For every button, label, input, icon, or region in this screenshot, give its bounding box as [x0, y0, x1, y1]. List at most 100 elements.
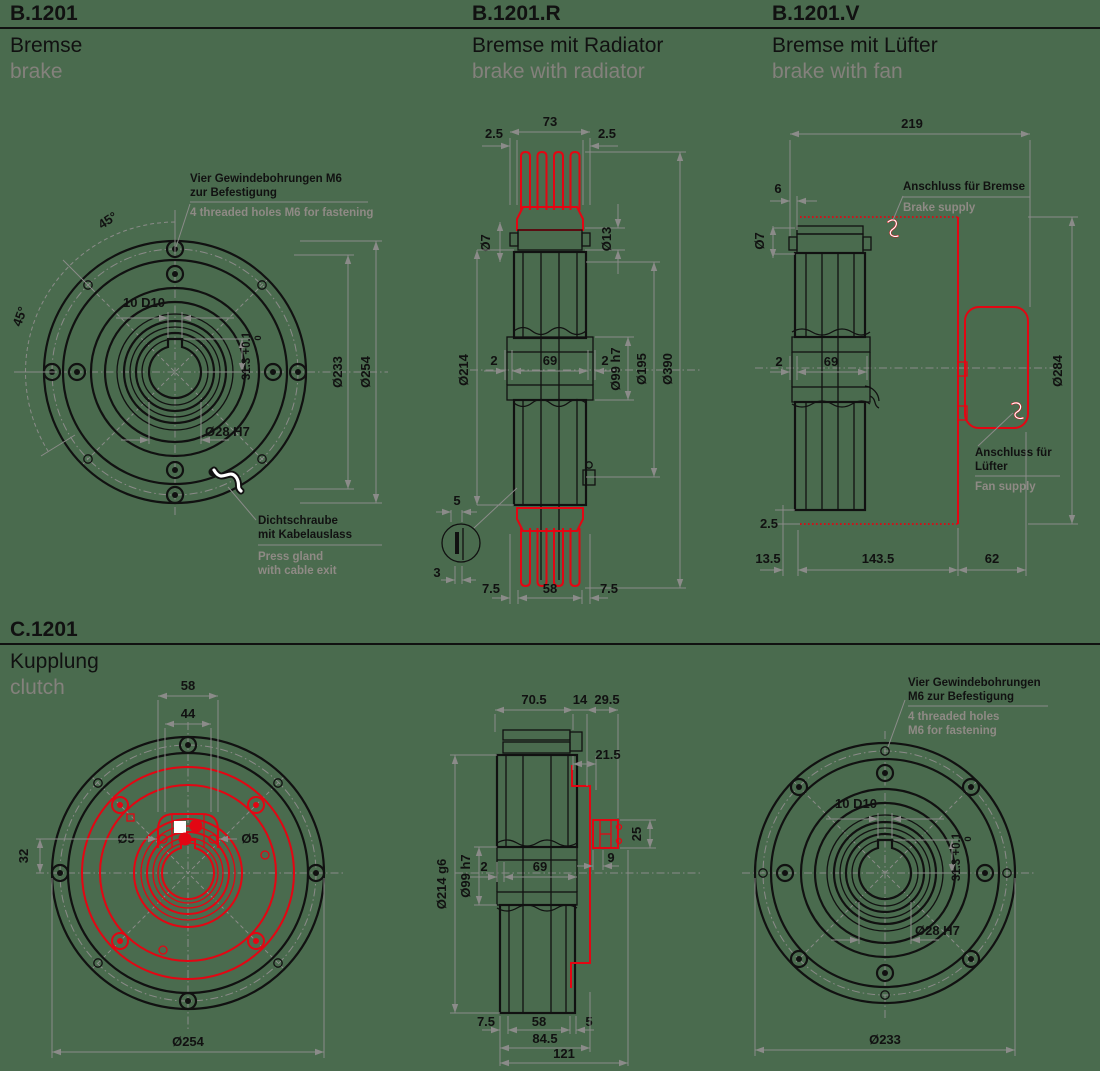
dim-dia-outer: Ø254	[358, 355, 373, 388]
annotation-fan-supply-de-2: Lüfter	[975, 461, 1008, 473]
annotation-brake-supply-de: Anschluss für Bremse	[903, 181, 1025, 193]
section-code-c1201: C.1201	[10, 618, 78, 641]
annotation-rear-en-1: 4 threaded holes	[908, 711, 999, 723]
dim-bore: Ø28 H7	[205, 424, 250, 439]
dim-len-mid: 143.5	[862, 551, 895, 566]
fan-supply-annotation: Anschluss für Lüfter Fan supply	[975, 402, 1060, 493]
section-title-en-b1201v: brake with fan	[772, 60, 903, 83]
detail-view-bleed-screw	[441, 487, 518, 563]
dim-offset-bottom: 2.5	[760, 516, 778, 531]
section-title-de-c1201: Kupplung	[10, 650, 99, 673]
annotation-gland-en-1: Press gland	[258, 551, 323, 563]
dim-w3: 29.5	[594, 692, 619, 707]
dim-dia-left: Ø7	[478, 234, 493, 251]
dim-height: 32	[16, 849, 31, 863]
clutch-front-view: 58 44 Ø5 Ø5 32 Ø254	[16, 678, 344, 1058]
clutch-section-view: 70.5 14 29.5 21.5 2 5 9 Ø214 g6	[434, 692, 700, 1067]
dim-bore-rear: Ø28 H7	[915, 923, 960, 938]
brake-radiator-section: 73 2.5 2.5 Ø7 Ø13 Ø214	[433, 114, 700, 604]
dim-w1: 70.5	[521, 692, 546, 707]
dim-w2: 14	[573, 692, 588, 707]
dim-hub-width-v: 69	[824, 354, 838, 369]
annotation-gland-en-2: with cable exit	[257, 565, 337, 577]
threaded-holes-annotation: Vier Gewindebohrungen M6 zur Befestigung…	[175, 173, 373, 248]
dim-gap-c: 2	[480, 859, 487, 874]
annotation-rear-de-1: Vier Gewindebohrungen	[908, 677, 1041, 689]
hub-depth-dimension: 31.3 +0.1 0	[184, 331, 264, 380]
dim-dia-hub-c: Ø99 h7	[458, 854, 473, 897]
annotation-threads-de-1: Vier Gewindebohrungen M6	[190, 173, 342, 185]
dimensions-radiator: 73 2.5 2.5 Ø7 Ø13 Ø214	[433, 114, 686, 604]
dim-gap-v: 2	[775, 354, 782, 369]
header-rule-top	[0, 27, 1100, 29]
dim-width-total-v: 219	[901, 116, 923, 131]
dim-conn-width: 9	[607, 850, 614, 865]
brake-body-v	[788, 225, 880, 512]
annotation-gland-de-2: mit Kabelauslass	[258, 529, 352, 541]
dim-dia-body: Ø214	[456, 353, 471, 386]
dimensions-fan: 219 6 Ø7 2 69 Ø284	[752, 116, 1078, 576]
dim-dia-hub: Ø99 h7	[608, 347, 623, 390]
dim-b5: 121	[553, 1046, 575, 1061]
dimensions-clutch-rear: 10 D10 31.3 +0.1 0 Ø28 H7 Ø233	[754, 796, 1016, 1056]
angle-dimension: 45° 45°	[9, 209, 176, 457]
dim-offset-right: 2.5	[598, 126, 616, 141]
dim-hub-depth: 31.3 +0.1	[241, 331, 253, 380]
dim-dia-right: Ø13	[599, 227, 614, 252]
dim-hub-width-c: 69	[533, 859, 547, 874]
terminal-box	[157, 813, 219, 848]
dim-width-top: 58	[181, 678, 195, 693]
radiator-fins-top	[516, 150, 584, 231]
dim-len-left: 13.5	[755, 551, 780, 566]
clutch-rear-view: Vier Gewindebohrungen M6 zur Befestigung…	[742, 677, 1048, 1056]
dim-dia-bolt: Ø233	[330, 356, 345, 388]
dim-dia-mid: Ø195	[634, 353, 649, 385]
diameter-dimensions: Ø233 Ø254	[294, 240, 382, 504]
fan-assembly	[800, 216, 1029, 525]
annotation-fan-supply-de-1: Anschluss für	[975, 447, 1052, 459]
dim-angle-b: 45°	[9, 305, 30, 329]
press-gland-annotation: Dichtschraube mit Kabelauslass Press gla…	[227, 486, 382, 577]
press-gland	[208, 466, 245, 495]
section-title-de-b1201v: Bremse mit Lüfter	[772, 34, 938, 57]
annotation-gland-de-1: Dichtschraube	[258, 515, 338, 527]
section-title-en-b1201: brake	[10, 60, 63, 83]
dim-fin-width: 58	[543, 581, 557, 596]
brake-fan-section: Anschluss für Bremse Brake supply Anschl…	[752, 116, 1078, 576]
annotation-rear-en-2: M6 for fastening	[908, 725, 997, 737]
dim-dia-body-c: Ø214 g6	[434, 859, 449, 910]
dim-width-inner: 44	[181, 706, 196, 721]
dimensions-clutch-front: 58 44 Ø5 Ø5 32 Ø254	[16, 678, 325, 1058]
section-title-de-b1201: Bremse	[10, 34, 83, 57]
annotation-brake-supply-en: Brake supply	[903, 202, 976, 214]
dim-b3: 5	[585, 1014, 592, 1029]
section-code-b1201: B.1201	[10, 2, 78, 25]
dim-gap-left: 2	[490, 353, 497, 368]
dim-hub-depth-tol: 0	[253, 335, 264, 340]
radiator-fins-bottom	[516, 507, 584, 588]
dim-hub-depth-tol-rear: 0	[963, 836, 974, 841]
dim-w4: 21.5	[595, 747, 620, 762]
dim-width-total: 73	[543, 114, 557, 129]
dim-angle-a: 45°	[95, 209, 120, 232]
dim-keyway: 10 D10	[123, 295, 165, 310]
dim-dia-hole-right: Ø5	[241, 831, 258, 846]
dim-dia-fins: Ø390	[660, 353, 675, 385]
dim-len-right: 62	[985, 551, 999, 566]
annotation-rear-de-2: M6 zur Befestigung	[908, 691, 1014, 703]
section-title-en-c1201: clutch	[10, 676, 65, 699]
brake-supply-annotation: Anschluss für Bremse Brake supply	[887, 181, 1030, 238]
dim-detail-bottom: 3	[433, 565, 440, 580]
dim-fin-offset-right: 7.5	[600, 581, 618, 596]
dimensions-clutch-section: 70.5 14 29.5 21.5 2 5 9 Ø214 g6	[434, 692, 656, 1067]
section-title-de-b1201r: Bremse mit Radiator	[472, 34, 664, 57]
dim-offset-left: 2.5	[485, 126, 503, 141]
keyway-dimension: 10 D10	[116, 295, 234, 338]
dim-fin-offset-left: 7.5	[482, 581, 500, 596]
dim-hub-width: 69	[543, 353, 557, 368]
threaded-holes-annotation-rear: Vier Gewindebohrungen M6 zur Befestigung…	[887, 677, 1048, 748]
annotation-threads-de-2: zur Befestigung	[190, 187, 277, 199]
dim-b4: 84.5	[532, 1031, 557, 1046]
